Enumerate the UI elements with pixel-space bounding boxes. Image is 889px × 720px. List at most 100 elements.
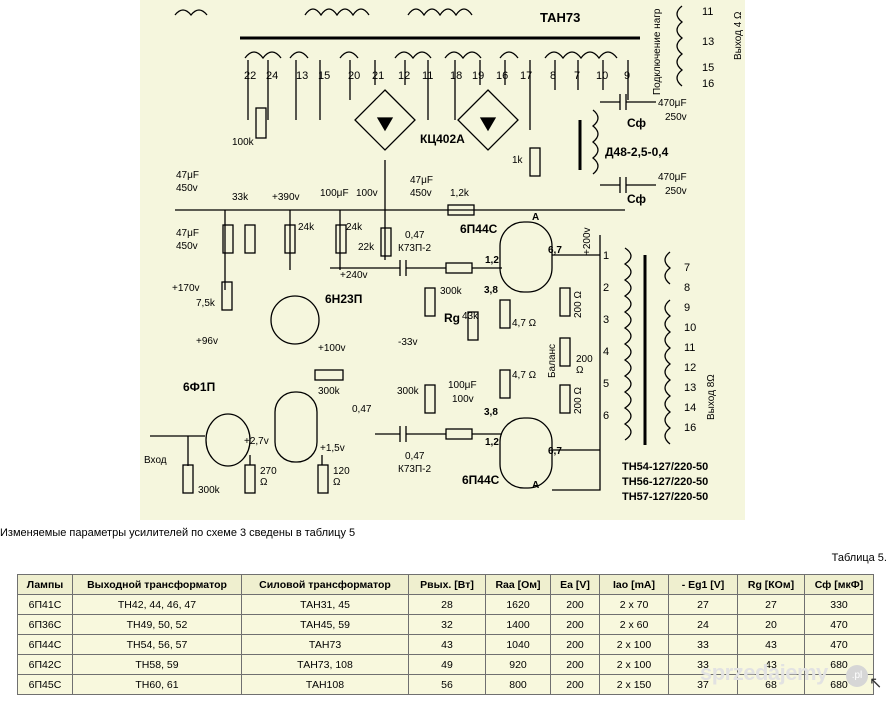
table-cell: 6П42С bbox=[17, 654, 73, 675]
tap-leads bbox=[247, 60, 629, 130]
table-cell: 49 bbox=[408, 654, 486, 675]
resistor-1k-a bbox=[445, 262, 473, 274]
res-1k-label: 1k bbox=[512, 155, 523, 166]
output-transformer-2: ТН56-127/220-50 bbox=[622, 476, 709, 488]
resistor-300k-c bbox=[314, 369, 344, 381]
tap-number: 15 bbox=[702, 62, 715, 74]
balance-pot bbox=[559, 337, 571, 367]
tap-number: 16 bbox=[702, 78, 715, 90]
schematic-drawing bbox=[150, 5, 684, 494]
cap-047-3-label: 0,47 bbox=[352, 404, 372, 415]
table-cell: 1400 bbox=[485, 614, 551, 635]
tap-number: 8 bbox=[550, 70, 557, 82]
balance-label: Баланс bbox=[547, 343, 558, 378]
amplifier-schematic: ТАН73 Подключение нагр Выход 4 Ω КЦ402А … bbox=[140, 0, 745, 520]
output-transformer-1: ТН54-127/220-50 bbox=[622, 461, 709, 473]
table-cell: 200 bbox=[550, 594, 600, 615]
output-4-label: Выход 4 Ω bbox=[733, 11, 744, 60]
pin-a-bottom: А bbox=[532, 480, 540, 491]
header-cell: Лампы bbox=[17, 574, 73, 595]
resistor-24k-b bbox=[335, 224, 347, 254]
resistor-300k-b bbox=[424, 384, 436, 414]
header-cell: - Eg1 [V] bbox=[668, 574, 738, 595]
watermark-badge: .pl bbox=[846, 665, 868, 687]
table-cell: 1040 bbox=[485, 634, 551, 655]
res-200-pot-label: 200 Ω bbox=[576, 354, 593, 376]
cap-47-2-label: 47μF bbox=[176, 228, 199, 239]
header-cell: Iao [mA] bbox=[599, 574, 669, 595]
res-120-label: 120 Ω bbox=[333, 466, 350, 488]
v-12-b-label: 1,2 bbox=[485, 437, 499, 448]
diode-symbols bbox=[376, 117, 497, 132]
table-cell: 6П41С bbox=[17, 594, 73, 615]
tap-number: 10 bbox=[684, 322, 697, 334]
res-300k-a-label: 300k bbox=[440, 286, 462, 297]
tap-number: 17 bbox=[520, 70, 533, 82]
res-33k-label: 33k bbox=[232, 192, 249, 203]
table-cell: 32 bbox=[408, 614, 486, 635]
coil-top-c bbox=[407, 8, 473, 17]
coil-top-a bbox=[174, 9, 208, 17]
res-300k-b-label: 300k bbox=[397, 386, 419, 397]
table-cell: 800 bbox=[485, 674, 551, 695]
resistor-4-7-a bbox=[499, 299, 511, 329]
table-cell: ТН54, 56, 57 bbox=[72, 634, 242, 655]
v-390-label: +390v bbox=[272, 192, 300, 203]
table-cell: 43 bbox=[408, 634, 486, 655]
coupling-bottom bbox=[375, 426, 502, 442]
table-cell: ТН58, 59 bbox=[72, 654, 242, 675]
v-170-label: +170v bbox=[172, 283, 200, 294]
v-27-label: +2,7v bbox=[244, 436, 269, 447]
table-cell: 20 bbox=[737, 614, 805, 635]
resistor-270 bbox=[244, 464, 256, 494]
res-7-5k-label: 7,5k bbox=[196, 298, 215, 309]
resistor-200-a bbox=[559, 287, 571, 317]
cap-filter-1-voltage: 250v bbox=[665, 112, 687, 123]
cap-47-1-label: 47μF bbox=[176, 170, 199, 181]
tap-number: 14 bbox=[684, 402, 697, 414]
cap-47-1-voltage: 450v bbox=[176, 183, 198, 194]
table-row: 6П44С ТН54, 56, 57 ТАН73 43 1040 200 2 x… bbox=[17, 634, 874, 655]
pin-a-top: А bbox=[532, 212, 540, 223]
table-cell: 920 bbox=[485, 654, 551, 675]
v-96-label: +96v bbox=[196, 336, 218, 347]
tap-number: 2 bbox=[603, 282, 610, 294]
table-header-row: Лампы Выходной трансформатор Силовой тра… bbox=[17, 574, 874, 595]
table-cell: 43 bbox=[737, 634, 805, 655]
v-100-label: +100v bbox=[318, 343, 346, 354]
table-cell: 2 x 70 bbox=[599, 594, 669, 615]
rectifier-label: КЦ402А bbox=[420, 132, 465, 146]
table-row: 6П36С ТН49, 50, 52 ТАН45, 59 32 1400 200… bbox=[17, 614, 874, 635]
cap-47-2-voltage: 450v bbox=[176, 241, 198, 252]
cap-47-3-label: 47μF bbox=[410, 175, 433, 186]
tube-6n23p-label: 6Н23П bbox=[325, 292, 363, 306]
table-cell: 330 bbox=[804, 594, 874, 615]
tap-number: 18 bbox=[450, 70, 463, 82]
resistor-7-5k bbox=[221, 281, 233, 311]
cap-filter-2-voltage: 250v bbox=[665, 186, 687, 197]
header-cell: Rg [КОм] bbox=[737, 574, 805, 595]
top-right-coil bbox=[676, 5, 684, 87]
input-wiring bbox=[150, 435, 323, 466]
table-cell: ТН42, 44, 46, 47 bbox=[72, 594, 242, 615]
res-100k-label: 100k bbox=[232, 137, 254, 148]
resistor-22k bbox=[380, 227, 392, 257]
tap-number: 8 bbox=[684, 282, 691, 294]
tap-number: 11 bbox=[684, 342, 696, 354]
tap-number: 7 bbox=[574, 70, 581, 82]
power-transformer-label: ТАН73 bbox=[540, 10, 581, 25]
tap-number: 12 bbox=[398, 70, 411, 82]
resistor-rg bbox=[467, 311, 479, 341]
table-cell: 6П44С bbox=[17, 634, 73, 655]
table-cell: 470 bbox=[804, 614, 874, 635]
table-cell: 470 bbox=[804, 634, 874, 655]
tap-number: 24 bbox=[266, 70, 279, 82]
tap-number: 4 bbox=[603, 346, 610, 358]
header-cell: Рвых. [Вт] bbox=[408, 574, 486, 595]
secondary-coils bbox=[244, 51, 618, 60]
v-33-label: -33v bbox=[398, 337, 418, 348]
table-cell: 56 bbox=[408, 674, 486, 695]
output-taps-right: 7 8 9 10 11 12 13 14 16 bbox=[684, 258, 696, 438]
res-300k-in-label: 300k bbox=[198, 485, 220, 496]
res-22k-label: 22k bbox=[358, 242, 375, 253]
